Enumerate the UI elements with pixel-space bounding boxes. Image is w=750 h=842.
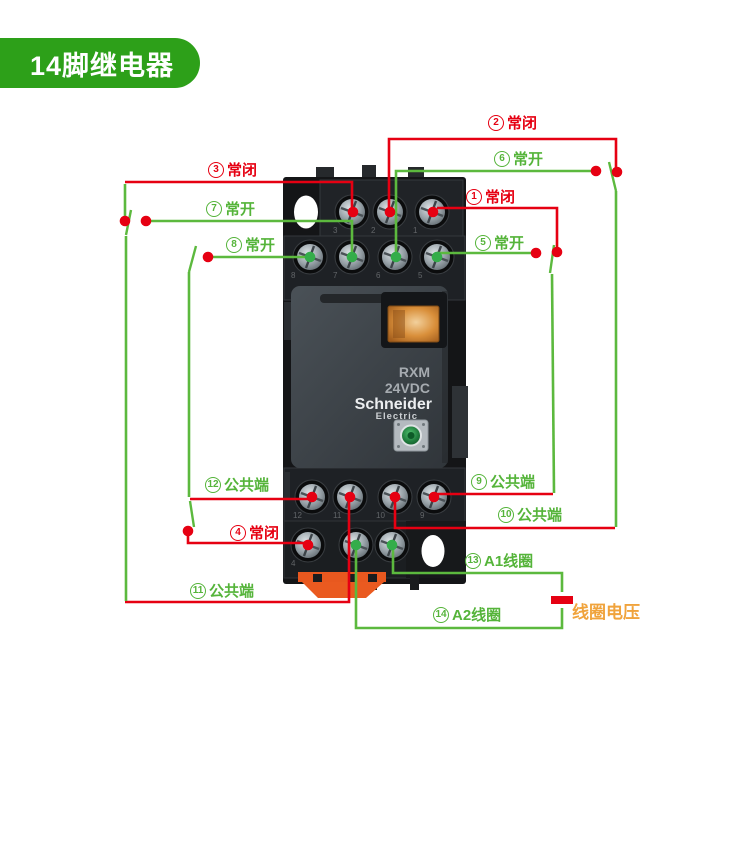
pin-label-text: 常闭: [485, 188, 516, 206]
relay-housing-shade: [442, 291, 448, 463]
svg-text:6: 6: [376, 271, 381, 280]
pin-label-text: 常闭: [227, 161, 258, 179]
svg-text:11: 11: [333, 511, 342, 520]
pin-number-badge: 13: [465, 553, 481, 569]
pin-label-5: 5 常开: [475, 235, 524, 251]
svg-text:2: 2: [371, 226, 376, 235]
pin-number-badge: 9: [471, 474, 487, 490]
pin-label-text: A1线圈: [484, 552, 534, 570]
pin-label-6: 6 常开: [494, 151, 543, 167]
side-tab: [284, 302, 292, 340]
brand-sub-text: Electric: [376, 411, 418, 422]
pin-number-badge: 14: [433, 607, 449, 623]
relay-model-text: RXM: [399, 364, 430, 380]
pin-label-1: 1 常闭: [466, 189, 515, 205]
socket-leg: [410, 574, 419, 590]
svg-text:1: 1: [413, 226, 418, 235]
pin-label-text: A2线圈: [452, 606, 502, 624]
side-tab: [284, 472, 290, 500]
pin-label-4: 4 常闭: [230, 525, 279, 541]
pin-label-text: 常开: [225, 200, 256, 218]
pin-label-2: 2 常闭: [488, 115, 537, 131]
svg-text:3: 3: [333, 226, 338, 235]
pin-label-text: 常开: [513, 150, 544, 168]
no-green-wires: [123, 169, 618, 630]
svg-text:9: 9: [420, 511, 425, 520]
pin-number-badge: 6: [494, 151, 510, 167]
orange-clip: [298, 572, 386, 582]
pin-label-text: 常开: [245, 236, 276, 254]
pin-label-12: 12 公共端: [205, 477, 269, 493]
side-rail: [452, 386, 468, 458]
svg-text:10: 10: [376, 511, 385, 520]
pin-number-badge: 5: [475, 235, 491, 251]
mounting-hole-bottom: [421, 535, 445, 567]
pin-number-badge: 4: [230, 525, 246, 541]
pin-label-text: 公共端: [209, 582, 255, 600]
svg-text:12: 12: [293, 511, 302, 520]
svg-text:5: 5: [418, 271, 423, 280]
pin-label-8: 8 常开: [226, 237, 275, 253]
pin-number-badge: 12: [205, 477, 221, 493]
pin-label-text: 公共端: [490, 473, 536, 491]
green-terminal-dots: [304, 251, 443, 551]
pin-number-badge: 8: [226, 237, 242, 253]
svg-text:7: 7: [333, 271, 338, 280]
pin-number-badge: 11: [190, 583, 206, 599]
pin-label-text: 常闭: [507, 114, 538, 132]
banner-title: 14脚继电器: [30, 50, 175, 81]
red-terminal-dots: [119, 165, 623, 551]
pin-number-badge: 2: [488, 115, 504, 131]
molded-pin-numbers: 3 2 1 8 7 6 5 12 11 10 9 4: [291, 226, 425, 568]
socket-tab: [316, 167, 334, 179]
pin-label-9: 9 公共端: [471, 474, 535, 490]
pin-label-text: 公共端: [517, 506, 563, 524]
pin-number-badge: 1: [466, 189, 482, 205]
mounting-hole-top: [294, 195, 318, 229]
led-indicator: [393, 419, 429, 452]
pin-label-text: 公共端: [224, 476, 270, 494]
pin-label-13: 13 A1线圈: [465, 553, 533, 569]
relay-voltage-text: 24VDC: [385, 380, 430, 396]
pin-label-text: 常闭: [249, 524, 280, 542]
nc-red-wires: [125, 137, 618, 604]
pin-label-14: 14 A2线圈: [433, 607, 501, 623]
relay-socket-photo: RXM 24VDC Schneider Electric 3: [283, 165, 468, 598]
pin-number-badge: 3: [208, 162, 224, 178]
svg-text:8: 8: [291, 271, 296, 280]
svg-text:4: 4: [291, 559, 296, 568]
pin-number-badge: 7: [206, 201, 222, 217]
section-banner: 14脚继电器: [0, 38, 200, 88]
pin-label-3: 3 常闭: [208, 162, 257, 178]
pin-label-10: 10 公共端: [498, 507, 562, 523]
coil-voltage-text: 线圈电压: [572, 603, 640, 622]
brand-text: Schneider: [355, 396, 432, 413]
pin-number-badge: 10: [498, 507, 514, 523]
socket-tab: [362, 165, 376, 179]
pin-label-text: 常开: [494, 234, 525, 252]
coil-voltage-source-mark: [551, 596, 573, 604]
orange-clip-tip: [302, 582, 384, 598]
coil-voltage-label: 线圈电压: [572, 604, 640, 621]
amber-window-shadow: [393, 310, 405, 338]
pin-label-7: 7 常开: [206, 201, 255, 217]
pin-label-11: 11 公共端: [190, 583, 254, 599]
